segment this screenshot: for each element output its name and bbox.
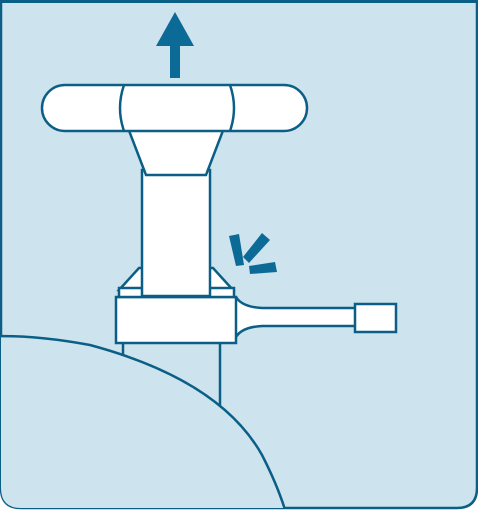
click-burst-icon	[229, 233, 277, 274]
t-handle-center-left	[118, 84, 126, 132]
stem-shaft	[140, 168, 212, 298]
outlet-nozzle	[353, 302, 398, 334]
handle-collar	[126, 126, 226, 177]
t-handle-grip	[40, 83, 309, 133]
tank-body	[1, 334, 290, 508]
arrow-up-icon	[156, 12, 194, 78]
valve-body	[114, 295, 238, 345]
t-handle-center-right	[228, 84, 236, 132]
